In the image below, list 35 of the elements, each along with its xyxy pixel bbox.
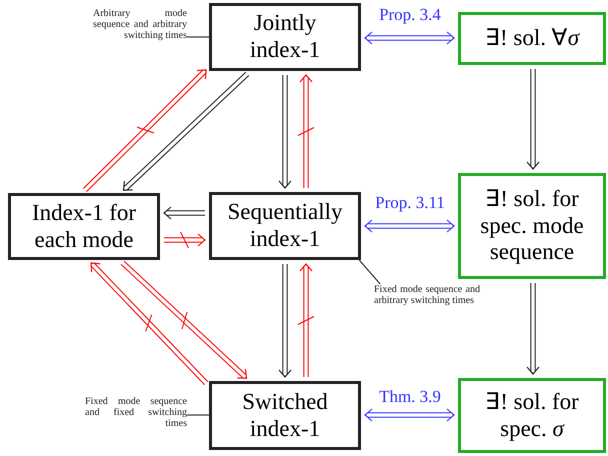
implication-arrow: [526, 282, 540, 375]
box-label: ∃! sol. for spec. σ: [484, 388, 580, 442]
leader-line: [186, 414, 210, 416]
implication-arrow: [163, 206, 206, 220]
box-label: Index-1 for each mode: [30, 200, 138, 254]
leader-line: [186, 36, 210, 38]
implication-arrow: [364, 408, 455, 422]
implication-arrow: [278, 264, 292, 378]
box-label: Switched index-1: [241, 388, 329, 442]
statement-box: [209, 3, 361, 71]
statement-box: [8, 193, 160, 260]
annotation-text: Fixed mode sequence and fixed switching times: [85, 396, 187, 432]
negated-implication-arrow: [298, 263, 314, 378]
negated-implication-arrow: [298, 74, 314, 188]
annotation-text: Fixed mode sequence and arbitrary switching times: [374, 284, 480, 340]
implication-arrow: [278, 74, 292, 189]
result-box: [458, 173, 606, 279]
result-box: [458, 378, 606, 453]
annotation-text: Arbitrary mode sequence and arbitrary switching times: [93, 8, 187, 64]
negated-implication-arrow: [164, 232, 206, 248]
box-label: ∃! sol. ∀σ: [484, 25, 580, 52]
box-label: ∃! sol. for spec. mode sequence: [479, 186, 585, 266]
statement-box: [209, 192, 361, 260]
implication-arrow: [526, 68, 540, 170]
box-label: Sequentially index-1: [226, 199, 344, 253]
implication-arrow: [364, 31, 455, 45]
negated-implication-arrow: [120, 260, 248, 379]
implication-arrow: [122, 72, 250, 191]
negated-implication-arrow: [90, 262, 208, 386]
implication-arrow: [364, 219, 455, 233]
result-box: [458, 12, 606, 65]
leader-line: [358, 260, 381, 284]
box-label: Jointly index-1: [248, 10, 322, 64]
negated-implication-arrow: [82, 69, 207, 192]
statement-box: [209, 381, 361, 450]
